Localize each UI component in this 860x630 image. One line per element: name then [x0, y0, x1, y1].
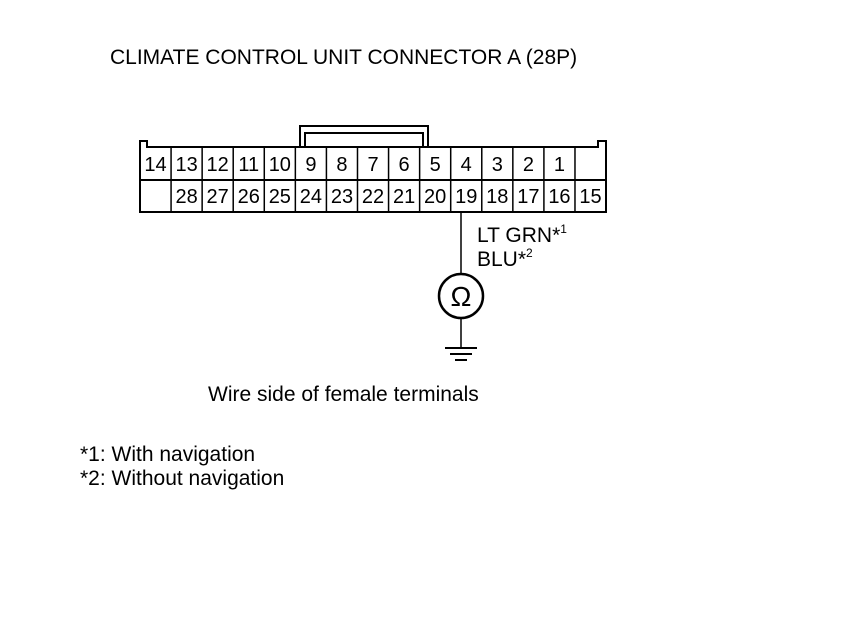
connector-lock-tab [299, 125, 429, 147]
terminal-14: 14 [144, 154, 166, 176]
terminal-24: 24 [300, 186, 322, 208]
terminal-17: 17 [517, 186, 539, 208]
diagram-caption: Wire side of female terminals [208, 383, 479, 406]
terminal-3: 3 [492, 154, 503, 176]
terminal-2: 2 [523, 154, 534, 176]
footnotes: *1: With navigation *2: Without navigati… [80, 443, 284, 491]
terminal-13: 13 [175, 154, 197, 176]
terminal-8: 8 [336, 154, 347, 176]
terminal-27: 27 [207, 186, 229, 208]
bottom-row-terminals: 28 27 26 25 24 23 22 21 20 19 18 17 16 15 [175, 186, 601, 208]
footnote-2: *2: Without navigation [80, 467, 285, 490]
terminal-28: 28 [175, 186, 197, 208]
connector-housing [139, 140, 607, 213]
terminal-7: 7 [367, 154, 378, 176]
terminal-12: 12 [207, 154, 229, 176]
terminal-4: 4 [461, 154, 472, 176]
terminal-10: 10 [269, 154, 291, 176]
terminal-23: 23 [331, 186, 353, 208]
terminal-19: 19 [455, 186, 477, 208]
diagram-title: CLIMATE CONTROL UNIT CONNECTOR A (28P) [110, 46, 578, 69]
terminal-15: 15 [579, 186, 601, 208]
terminal-16: 16 [548, 186, 570, 208]
terminal-5: 5 [430, 154, 441, 176]
terminal-11: 11 [238, 154, 259, 176]
terminal-20: 20 [424, 186, 446, 208]
terminal-22: 22 [362, 186, 384, 208]
wire-color-primary: LT GRN*1 [477, 222, 567, 247]
terminal-18: 18 [486, 186, 508, 208]
terminal-dividers [170, 147, 576, 212]
terminal-26: 26 [238, 186, 260, 208]
terminal-25: 25 [269, 186, 291, 208]
ohm-symbol: Ω [451, 281, 472, 312]
terminal-6: 6 [399, 154, 410, 176]
footnote-1: *1: With navigation [80, 443, 256, 466]
terminal-9: 9 [305, 154, 316, 176]
wire-color-alt: BLU*2 [477, 246, 533, 271]
terminal-1: 1 [554, 154, 565, 176]
terminal-21: 21 [393, 186, 415, 208]
ground-icon [445, 347, 477, 361]
